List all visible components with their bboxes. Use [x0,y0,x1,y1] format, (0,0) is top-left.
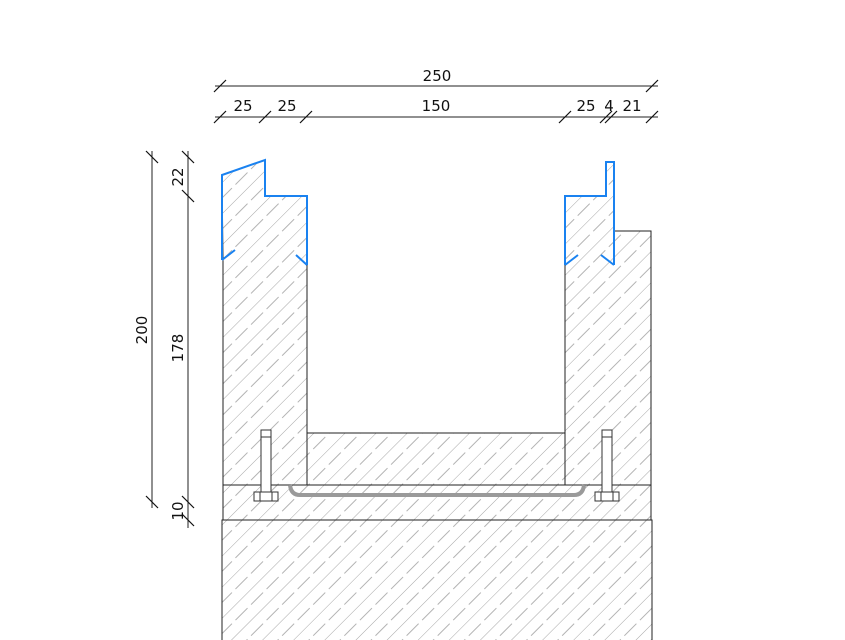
anchor-bolt-right [594,429,620,502]
dim-label-seg-bottom: 10 [169,501,187,520]
dim-label-seg-top: 22 [169,167,187,186]
dim-label-seg5: 4 [604,97,614,115]
foundation [221,519,653,640]
dim-label-seg4: 25 [576,97,595,115]
left-edge-frame [221,158,308,266]
dim-label-200: 200 [133,316,151,345]
dim-label-seg2: 25 [277,97,296,115]
dim-label-seg-mid: 178 [169,334,187,363]
dimension-chain-height: 22 178 10 [169,150,195,528]
dim-label-seg3: 150 [422,97,451,115]
dimension-overall-width: 250 [213,67,659,93]
rebar [288,484,586,497]
dimension-chain-width: 25 25 150 25 4 21 [213,97,659,124]
anchor-bolt-left [253,429,279,502]
right-edge-frame [564,161,615,266]
dim-label-seg6: 21 [622,97,641,115]
dim-label-seg1: 25 [233,97,252,115]
dim-label-250: 250 [423,67,452,85]
dimension-overall-height: 200 [133,150,159,509]
